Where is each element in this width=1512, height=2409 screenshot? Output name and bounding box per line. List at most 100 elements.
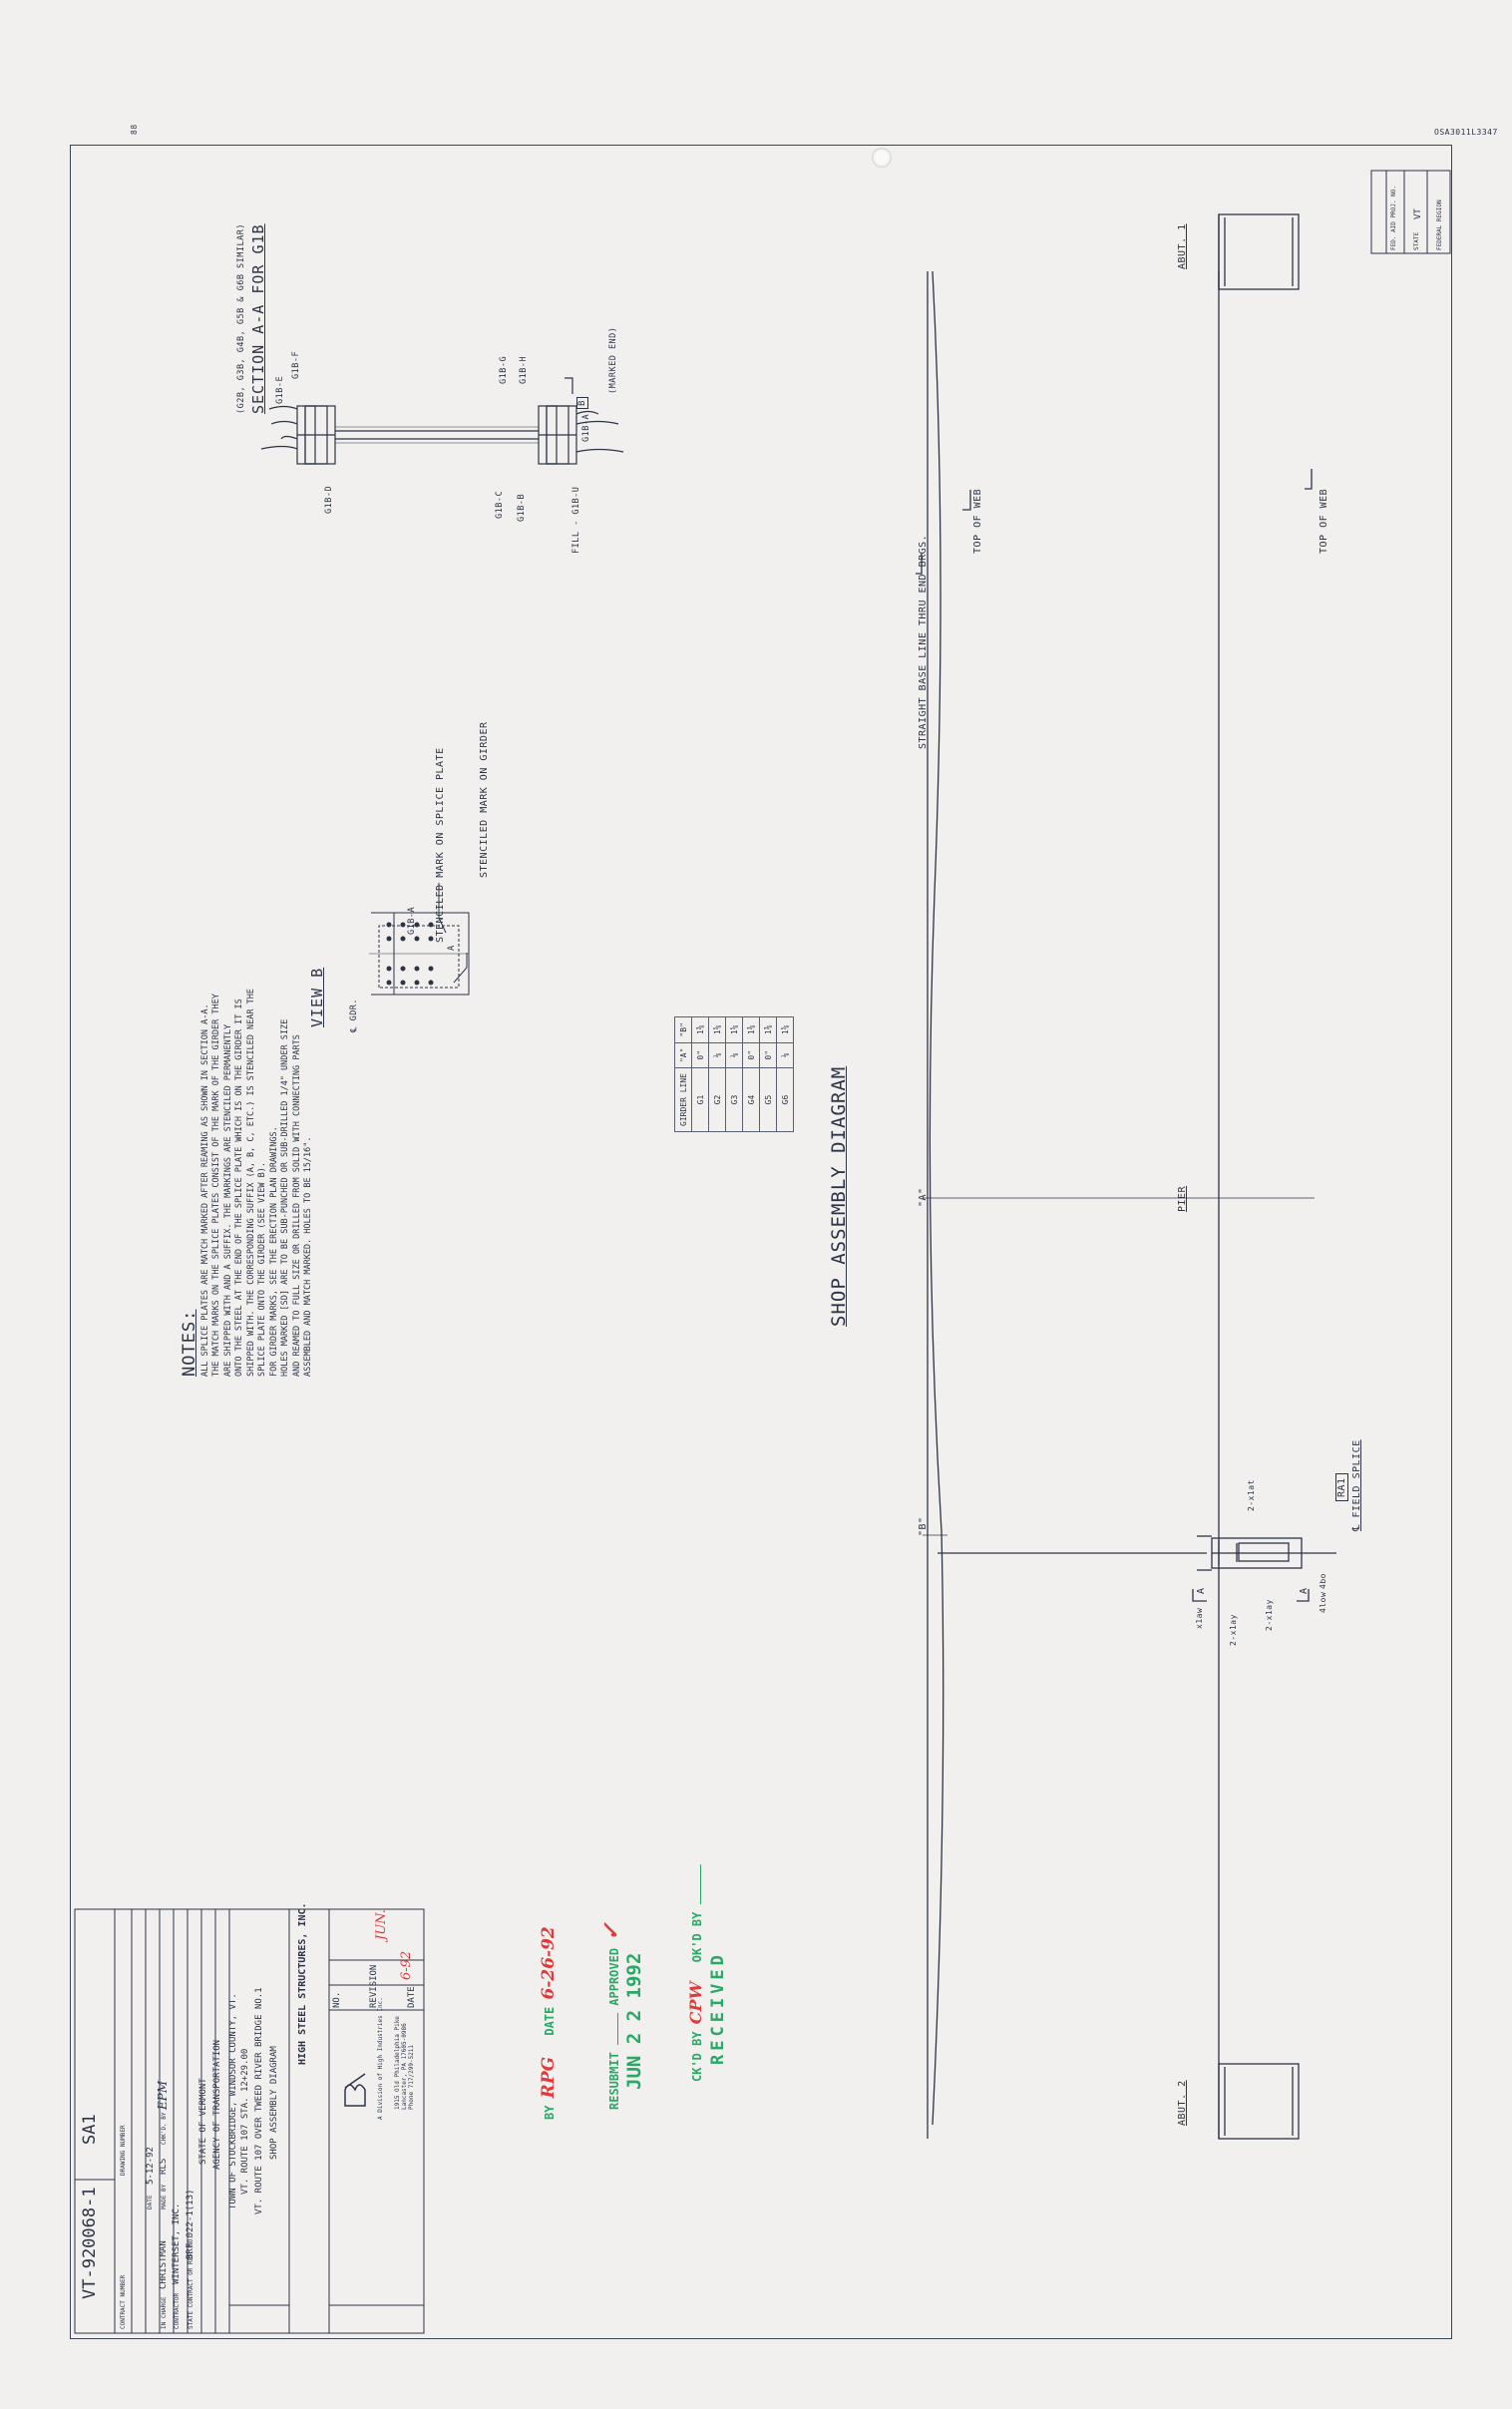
tb-drawing-no: SA1 <box>80 2114 100 2145</box>
section-label-d: G1B-D <box>324 485 334 514</box>
corner-h2: STATE <box>1413 231 1420 250</box>
table-cell: 1⅝ <box>708 1016 726 1043</box>
abut2-bearing <box>1218 2063 1300 2140</box>
section-aa-drawing <box>260 377 624 465</box>
section-label-g: G1B-G <box>499 355 509 384</box>
bolt-label-1: 4bo <box>1319 1573 1327 1589</box>
tb-contractor: WINTERSET, INC. <box>172 2203 182 2284</box>
table-cell: ⅛ <box>776 1042 794 1068</box>
stamp-approved: APPROVED <box>607 1947 621 2006</box>
stamp-line <box>617 2012 618 2045</box>
punch-hole <box>872 148 892 168</box>
view-b-drawing <box>369 883 470 996</box>
corner-h1: FEDERAL REGION <box>1436 200 1443 250</box>
table-cell: G2 <box>708 1067 726 1132</box>
tb-drawing-title: SHOP ASSEMBLY DIAGRAM <box>269 2046 279 2160</box>
stamp-check: ✓ <box>598 1922 624 1941</box>
table-header: "A" <box>674 1042 692 1068</box>
label-cl-gdr: ℄ GDR. <box>349 998 359 1032</box>
section-label-fill: FILL - G1B-U <box>571 486 581 554</box>
label-point-b: "B" <box>918 1516 929 1536</box>
note-line: HOLES MARKED [SD] ARE TO BE SUB-PUNCHED … <box>280 1018 290 1377</box>
table-cell: G3 <box>725 1067 743 1132</box>
section-label-f: G1B-F <box>291 350 301 379</box>
note-line: SPLICE PLATE ONTO THE GIRDER (SEE VIEW B… <box>257 1162 267 1377</box>
label-b-tag: B <box>576 397 588 409</box>
tb-contract-label: CONTRACT NUMBER <box>120 2274 127 2329</box>
tb-town: TOWN OF STOCKBRIDGE, WINDSOR COUNTY, VT. <box>228 1993 238 2209</box>
label-mark-plate: STENCILED MARK ON SPLICE PLATE <box>435 747 446 943</box>
table-cell: G6 <box>776 1067 794 1132</box>
tb-chkd-label: CHK'D. BY <box>161 2112 168 2145</box>
corner-h3: FED. AID PROJ. NO. <box>1390 185 1397 250</box>
title-block-grid <box>74 170 1451 2334</box>
stamp-resubmit-row: RESUBMIT APPROVED ✓ <box>598 1922 624 2110</box>
label-mark-girder: STENCILED MARK ON GIRDER <box>479 721 490 879</box>
tb-date: DATE <box>407 1986 417 2008</box>
section-label-e: G1B-E <box>275 375 285 404</box>
tb-addr-line: 1915 Old Philadelphia Pike <box>394 2016 401 2110</box>
tb-chkd: EPM <box>156 2080 170 2110</box>
section-label-b: G1B-B <box>517 493 527 522</box>
tb-station: VT. ROUTE 107 STA. 12+29.00 <box>240 2048 250 2195</box>
tb-drawing-no-label: DRAWING NUMBER <box>120 2125 127 2176</box>
section-title: SECTION A-A FOR G1B <box>249 223 267 414</box>
table-cell: ⅛ <box>708 1042 726 1068</box>
tb-dwg-date: 5-12-92 <box>146 2147 156 2185</box>
label-pier: PIER <box>1177 1185 1188 1212</box>
tb-state-contract: BRF 022-1(13) <box>186 2189 195 2259</box>
note-line: ALL SPLICE PLATES ARE MATCH MARKED AFTER… <box>199 1004 210 1377</box>
section-label-a: G1B-A <box>581 413 591 442</box>
label-top-of-web-right: TOP OF WEB <box>1319 488 1329 554</box>
stamp-by-initials: RPG <box>539 2056 559 2099</box>
stamp-date-value: 6-26-92 <box>539 1926 559 2000</box>
stamp-received: RECEIVED <box>708 1951 728 2065</box>
tb-company-addr: 1915 Old Philadelphia Pike Lancaster, PA… <box>394 2016 415 2110</box>
tb-in-charge: CHRISTMAN <box>159 2240 169 2289</box>
stamp-okd-line <box>700 1864 701 1905</box>
note-line: ASSEMBLED AND MATCH MARKED. HOLES TO BE … <box>303 1136 313 1377</box>
corner-v2: VT <box>1413 208 1423 219</box>
tb-made-by-label: MADE BY <box>161 2184 168 2209</box>
tb-date-label: DATE <box>147 2195 154 2209</box>
tb-state: STATE OF VERMONT <box>198 2078 208 2165</box>
tb-in-charge-label: IN CHARGE <box>161 2296 168 2329</box>
label-base-line: STRAIGHT BASE LINE THRU END BRGS. <box>918 534 929 749</box>
table-cell: 0" <box>691 1042 709 1068</box>
label-view-b-a: A <box>447 945 457 951</box>
label-marked-end: (MARKED END) <box>608 326 618 394</box>
camber-curve <box>929 270 945 2126</box>
note-line: FOR GIRDER MARKS, SEE THE ERECTION PLAN … <box>268 1126 279 1377</box>
label-field-splice: ℄ FIELD SPLICE <box>1351 1439 1362 1531</box>
stamp-ckd-row: CK'D BY CPW OK'D BY <box>686 1864 705 2082</box>
table-cell: 1⅝ <box>776 1016 794 1043</box>
table-header-row: GIRDER LINE "A" "B" <box>674 1016 692 1132</box>
bolt-label-5: 2-x1at <box>1247 1479 1256 1511</box>
corner-code: OSA3011L3347 <box>1434 128 1498 137</box>
table-cell: 0" <box>759 1042 777 1068</box>
tb-agency: AGENCY OF TRANSPORTATION <box>212 2039 222 2170</box>
label-abut1: ABUT. 1 <box>1177 223 1188 269</box>
note-line: AND REAMED TO FULL SIZE OR DRILLED FROM … <box>291 1034 302 1377</box>
table-cell: 1⅜ <box>759 1016 777 1043</box>
stamp-ckd-label: CK'D BY <box>690 2031 704 2082</box>
bolt-label-3: 2-x1ay <box>1265 1599 1274 1631</box>
section-tag-a1: A <box>1299 1587 1310 1594</box>
bolt-label-2: 4low <box>1319 1591 1327 1613</box>
tb-company: HIGH STEEL STRUCTURES, INC. <box>297 1902 308 2065</box>
section-label-c: G1B-C <box>495 490 505 519</box>
tb-company-sub: A Division of High Industries Inc. <box>377 1997 384 2120</box>
table-cell: 0" <box>742 1042 760 1068</box>
rev-note: JUN. <box>374 1909 389 1940</box>
stamp-okd-label: OK'D BY <box>690 1911 704 1963</box>
label-top-of-web-left: TOP OF WEB <box>972 488 983 554</box>
tb-addr-line: Lancaster, PA 17605-0986 <box>401 2023 408 2110</box>
